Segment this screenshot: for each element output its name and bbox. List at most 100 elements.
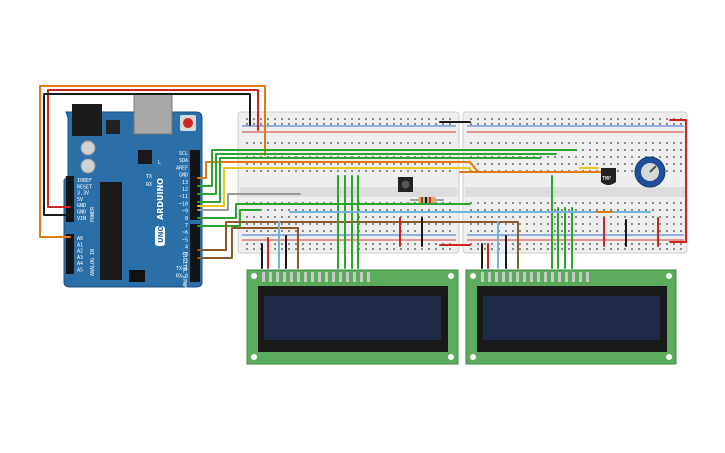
- digital-header-label: DIGITAL (PWM~): [181, 252, 187, 294]
- temperature-sensor: TMP: [601, 168, 616, 185]
- digital-pin-label: SCL: [179, 151, 188, 157]
- capacitor-1: [80, 140, 96, 156]
- breadboard-left: [237, 111, 460, 254]
- sensor-label: TMP: [602, 176, 611, 182]
- lcd-pin: [297, 272, 300, 282]
- power-header-label: POWER: [90, 206, 96, 222]
- power-header: [66, 176, 74, 222]
- analog-pin-label: A5: [77, 268, 83, 274]
- regulator: [106, 120, 120, 134]
- digital-pin-label: ~10: [179, 201, 188, 207]
- icsp-header: [129, 270, 145, 282]
- lcd-pin: [367, 272, 370, 282]
- lcd-pin: [565, 272, 568, 282]
- power-pin-label: GND: [77, 210, 86, 216]
- wire-red-power: [47, 89, 259, 208]
- lcd-screen-right: [483, 296, 660, 340]
- digital-pin-label: ~11: [179, 194, 188, 200]
- analog-pin-label: A3: [77, 255, 83, 261]
- lcd-pin: [551, 272, 554, 282]
- lcd-pin: [360, 272, 363, 282]
- digital-pin-label: 7: [185, 223, 188, 229]
- lcd-pin: [530, 272, 533, 282]
- analog-header-label: ANALOG IN: [90, 249, 96, 276]
- lcd-display-left: [246, 269, 459, 365]
- analog-pin-label: A1: [77, 242, 83, 248]
- usb-chip: [138, 150, 152, 164]
- lcd-display-right: [465, 269, 677, 365]
- arduino-logo-text: ARDUINO: [156, 178, 165, 220]
- digital-pin-label: 13: [182, 180, 188, 186]
- lcd-pin: [311, 272, 314, 282]
- lcd-pin: [558, 272, 561, 282]
- signal-wires: [197, 119, 687, 269]
- digital-pin-label: ~6: [182, 230, 188, 236]
- digital-pin-label: 12: [182, 187, 188, 193]
- power-jack: [72, 104, 102, 136]
- digital-pin-label: ~9: [182, 209, 188, 215]
- power-wires: [39, 85, 266, 238]
- digital-pin-label: 8: [185, 216, 188, 222]
- tx-label: TX: [146, 174, 152, 180]
- digital-pin-label: RX←0: [176, 273, 188, 279]
- digital-pin-label: ~3: [182, 252, 188, 258]
- lcd-pin: [509, 272, 512, 282]
- arduino-model-text: UNO: [157, 225, 165, 243]
- breadboard-right: [462, 111, 688, 254]
- lcd-pin: [586, 272, 589, 282]
- lcd-pin: [262, 272, 265, 282]
- rx-label: RX: [146, 182, 152, 188]
- lcd-pin: [304, 272, 307, 282]
- lcd-pin: [523, 272, 526, 282]
- lcd-pin: [516, 272, 519, 282]
- lcd-pin: [572, 272, 575, 282]
- power-pin-label: IOREF: [77, 178, 92, 184]
- capacitor-2: [80, 158, 96, 174]
- lcd-pin: [269, 272, 272, 282]
- lcd-pin: [488, 272, 491, 282]
- wire-orange-power: [39, 85, 266, 238]
- digital-header-top: [190, 150, 200, 220]
- power-pin-label: GND: [77, 203, 86, 209]
- arduino-uno-board[interactable]: ARDUINO UNO TX RX L ANALOG IN POWER DIGI…: [63, 93, 203, 294]
- lcd-pin: [332, 272, 335, 282]
- potentiometer[interactable]: [634, 156, 666, 188]
- analog-pin-label: A2: [77, 249, 83, 255]
- lcd-pin: [481, 272, 484, 282]
- digital-pin-label: TX→1: [176, 266, 188, 272]
- analog-pin-label: A4: [77, 261, 83, 267]
- lcd-pin: [353, 272, 356, 282]
- lcd-pin: [495, 272, 498, 282]
- digital-pin-label: GND: [179, 173, 188, 179]
- power-pin-label: 3.3V: [77, 191, 89, 197]
- lcd-pin: [276, 272, 279, 282]
- digital-pin-label: SDA: [179, 158, 188, 164]
- digital-pin-label: AREF: [176, 165, 188, 171]
- lcd-pin: [346, 272, 349, 282]
- lcd-pin: [544, 272, 547, 282]
- digital-pin-label: 2: [185, 259, 188, 265]
- power-pin-label: RESET: [77, 184, 92, 190]
- power-pin-label: 5V: [77, 197, 83, 203]
- power-pin-label: VIN: [77, 216, 86, 222]
- analog-pin-label: A0: [77, 236, 83, 242]
- lcd-pin: [339, 272, 342, 282]
- digital-pin-label: 4: [185, 245, 188, 251]
- lcd-pin: [325, 272, 328, 282]
- lcd-screen-left: [264, 296, 441, 340]
- digital-header-bottom: [190, 224, 200, 282]
- usb-port: [133, 93, 173, 135]
- lcd-pin: [318, 272, 321, 282]
- resistor: [410, 197, 444, 203]
- lcd-pin: [579, 272, 582, 282]
- l-label: L: [158, 160, 161, 166]
- push-button[interactable]: [398, 177, 413, 192]
- lcd-pin: [537, 272, 540, 282]
- lcd-pin: [283, 272, 286, 282]
- lcd-pin: [290, 272, 293, 282]
- atmega-chip: [100, 182, 122, 280]
- wire-black-gnd: [43, 93, 251, 216]
- digital-pin-label: ~5: [182, 237, 188, 243]
- lcd-pin: [502, 272, 505, 282]
